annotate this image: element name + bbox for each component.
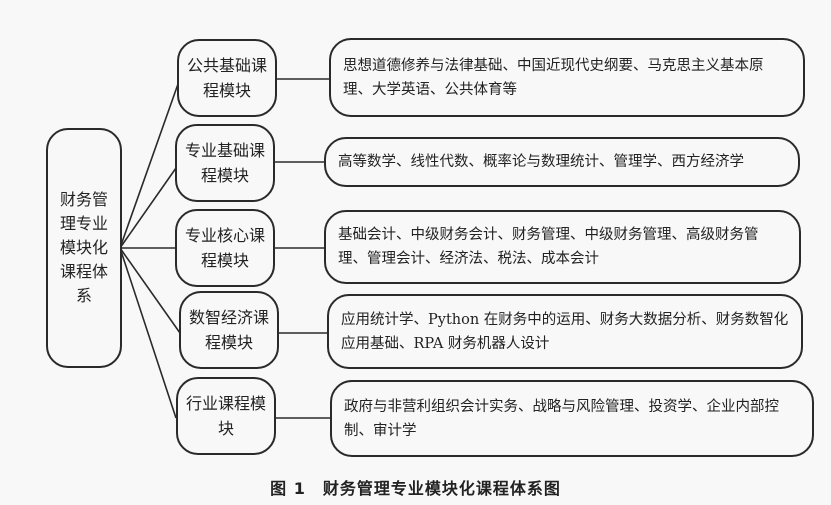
course-list-text: 应用统计学、Python 在财务中的运用、财务大数据分析、财务数智化应用基础、R… [341, 311, 789, 352]
module-node-public-basic: 公共基础课程模块 [177, 39, 277, 117]
course-list-industry: 政府与非营利组织会计实务、战略与风险管理、投资学、企业内部控制、审计学 [330, 380, 814, 457]
course-list-text: 高等数学、线性代数、概率论与数理统计、管理学、西方经济学 [338, 154, 744, 170]
module-label: 专业核心课程模块 [185, 226, 266, 270]
course-list-digital-economy: 应用统计学、Python 在财务中的运用、财务大数据分析、财务数智化应用基础、R… [327, 294, 803, 369]
module-node-professional-basic: 专业基础课程模块 [175, 124, 275, 202]
module-label: 专业基础课程模块 [185, 141, 266, 185]
module-node-professional-core: 专业核心课程模块 [175, 209, 275, 287]
module-node-industry: 行业课程模块 [176, 377, 276, 455]
module-label: 行业课程模块 [186, 394, 267, 438]
course-list-text: 基础会计、中级财务会计、财务管理、中级财务管理、高级财务管理、管理会计、经济法、… [338, 227, 759, 267]
figure-caption: 图 1 财务管理专业模块化课程体系图 [270, 479, 561, 498]
root-label: 财务管理专业模块化课程体系 [59, 190, 108, 305]
root-node: 财务管理专业模块化课程体系 [46, 128, 122, 368]
course-list-professional-basic: 高等数学、线性代数、概率论与数理统计、管理学、西方经济学 [324, 137, 800, 187]
course-list-text: 思想道德修养与法律基础、中国近现代史纲要、马克思主义基本原理、大学英语、公共体育… [343, 57, 764, 98]
module-label: 数智经济课程模块 [189, 308, 270, 352]
module-node-digital-economy: 数智经济课程模块 [179, 291, 279, 369]
course-list-text: 政府与非营利组织会计实务、战略与风险管理、投资学、企业内部控制、审计学 [344, 398, 779, 439]
course-list-public-basic: 思想道德修养与法律基础、中国近现代史纲要、马克思主义基本原理、大学英语、公共体育… [329, 38, 805, 117]
course-list-professional-core: 基础会计、中级财务会计、财务管理、中级财务管理、高级财务管理、管理会计、经济法、… [324, 210, 801, 284]
module-label: 公共基础课程模块 [187, 56, 268, 100]
